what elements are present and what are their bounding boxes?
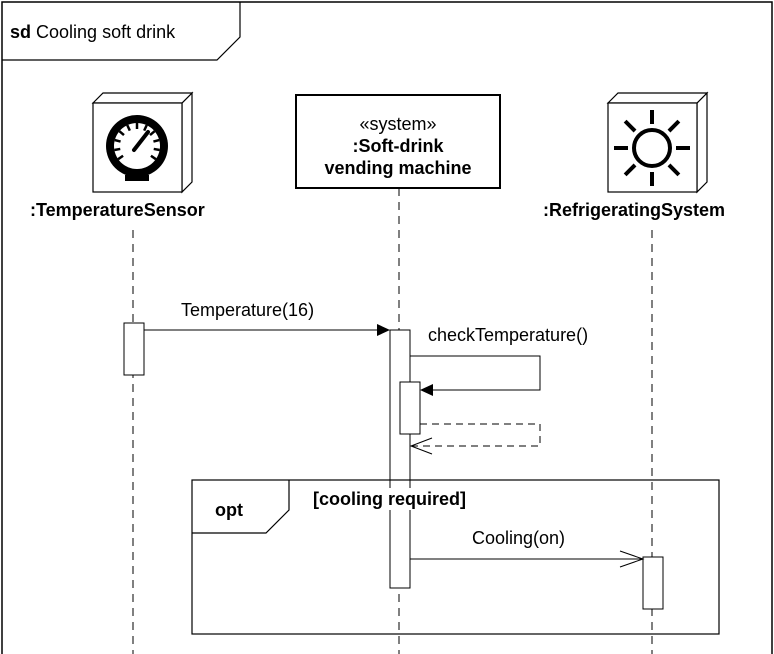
gauge-tick [153, 147, 160, 152]
message-reply-line [411, 423, 541, 447]
message-cooling-arrowhead [619, 550, 645, 568]
message-cooling: Cooling(on) [410, 528, 645, 568]
sd-name: Cooling soft drink [36, 22, 176, 42]
gauge-stand [125, 175, 149, 181]
machine-stereotype: «system» [359, 114, 436, 134]
lifeline-name-refrigerator: :RefrigeratingSystem [543, 200, 725, 220]
message-reply [409, 423, 541, 455]
gauge-tick [114, 147, 121, 152]
gauge-tick [143, 124, 148, 132]
sun-ray [667, 119, 681, 133]
message-check-temperature-line [410, 355, 541, 391]
opt-operator: opt [215, 500, 243, 520]
lifeline-temperature-sensor: :TemperatureSensor [30, 91, 205, 654]
message-temperature-arrowhead [377, 324, 390, 336]
guard-backdrop [310, 488, 498, 510]
sun-core [632, 128, 672, 168]
machine-head-box [295, 94, 501, 189]
message-check-temperature: checkTemperature() [410, 325, 588, 396]
lifeline-vending-machine: «system» :Soft-drink vending machine [295, 94, 501, 654]
icon-cube-side [181, 91, 193, 194]
sun-ray [623, 119, 637, 133]
icon-cube-top [91, 92, 194, 104]
gauge-ticks [114, 123, 160, 161]
gauge-tick [126, 124, 131, 132]
message-temperature: Temperature(16) [144, 300, 390, 336]
thermometer-gauge-icon [91, 91, 194, 194]
activation-sensor [123, 322, 145, 376]
sun-ray [623, 163, 637, 177]
opt-guard: [cooling required] [313, 489, 466, 509]
sd-keyword: sd [10, 22, 31, 42]
gauge-tick [118, 130, 125, 137]
gauge-tick [114, 138, 121, 143]
message-check-temperature-arrowhead [420, 384, 433, 396]
sun-ray [667, 163, 681, 177]
opt-fragment-tab [192, 480, 290, 534]
gauge-tick [117, 154, 124, 161]
gauge-tick [150, 154, 157, 161]
message-reply-arrowhead [409, 437, 433, 455]
gauge-needle [132, 130, 150, 152]
machine-name-line-1: :Soft-drink [353, 136, 445, 156]
lifeline-refrigerating-system: :RefrigeratingSystem [543, 91, 725, 654]
opt-fragment-border [191, 479, 720, 635]
machine-name-line-2: vending machine [324, 158, 471, 178]
sun-icon [606, 91, 709, 194]
activation-machine-nested [399, 381, 421, 435]
message-check-temperature-label: checkTemperature() [428, 325, 588, 345]
sd-frame-tab [2, 2, 241, 61]
sun-rays [614, 110, 690, 186]
gauge-tick [153, 138, 160, 143]
gauge-tick [149, 130, 156, 137]
activation-refrigerator [642, 556, 664, 610]
activation-machine [389, 329, 411, 589]
icon-cube-top [606, 92, 709, 104]
opt-fragment: opt [cooling required] [191, 479, 720, 635]
message-cooling-label: Cooling(on) [472, 528, 565, 548]
message-temperature-label: Temperature(16) [181, 300, 314, 320]
lifeline-name-sensor: :TemperatureSensor [30, 200, 205, 220]
sd-frame-title: sd Cooling soft drink [10, 22, 176, 42]
icon-cube-side [696, 91, 708, 194]
